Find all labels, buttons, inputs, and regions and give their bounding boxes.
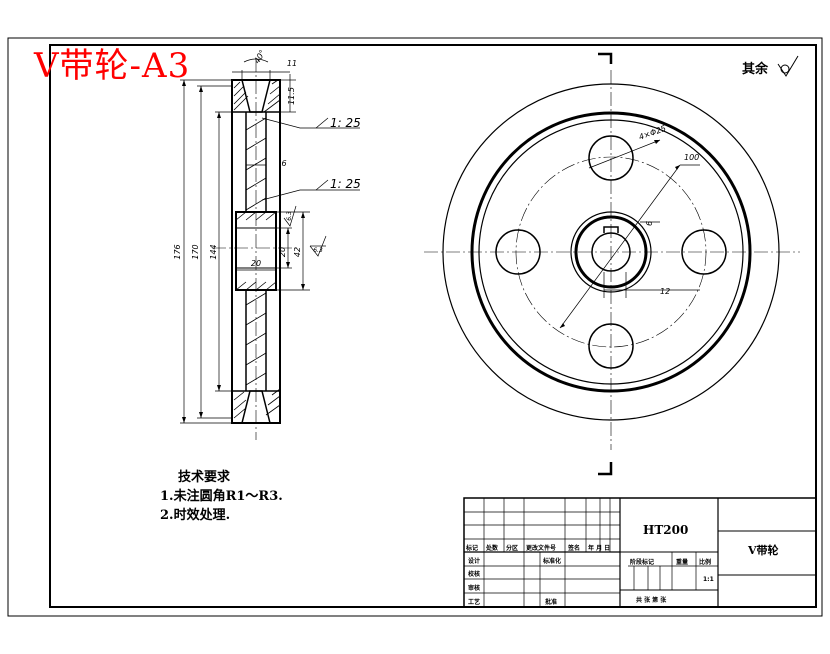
taper-lower: 1: 25	[330, 177, 361, 191]
tb-label-date: 年 月 日	[588, 545, 611, 552]
front-view	[424, 52, 800, 476]
tech-req-item: 1.未注圆角R1～R3.	[160, 489, 283, 504]
dim-6-key: 6	[645, 221, 654, 226]
roughness-note: 其余	[742, 62, 769, 77]
tb-label-mark: 标记	[466, 545, 479, 552]
inner-border	[49, 44, 817, 608]
tech-req-heading: 技术要求	[178, 470, 231, 485]
title-block	[463, 497, 817, 608]
tb-sheets: 共 张 第 张	[636, 597, 667, 604]
dim-6-web: 6	[281, 159, 286, 168]
tb-label-check: 校核	[468, 571, 481, 578]
part-name: V带轮	[748, 544, 779, 557]
tb-label-std: 标准化	[543, 558, 562, 565]
dim-12: 12	[660, 287, 670, 296]
roughness-symbol	[777, 55, 799, 77]
tb-scale-value: 1:1	[703, 576, 714, 583]
tb-label-weight: 重量	[676, 559, 689, 566]
ra-bore: 6.3	[313, 247, 323, 254]
tech-req-item: 2.时效处理.	[160, 508, 231, 523]
tb-label-change: 更改文件号	[526, 545, 557, 552]
material-label: HT200	[643, 523, 689, 537]
outer-border	[7, 37, 823, 617]
technical-requirements: 技术要求 1.未注圆角R1～R3. 2.时效处理.	[160, 468, 283, 525]
dim-170: 170	[191, 244, 200, 259]
section-view: 176 170 144 20 20 42 6 11 11.5 40° 6.3 6…	[173, 48, 361, 440]
tb-label-design: 设计	[468, 558, 481, 565]
ra-hub-top: 6.3	[286, 211, 293, 221]
tb-label-review: 审核	[468, 585, 481, 592]
tb-label-count: 处数	[486, 545, 499, 552]
tb-label-sign: 签名	[568, 545, 581, 552]
dim-20-bore: 20	[278, 247, 287, 257]
dim-angle: 40°	[252, 48, 267, 65]
tb-label-zone: 分区	[506, 545, 519, 552]
dim-176: 176	[173, 244, 182, 259]
dim-144: 144	[209, 244, 218, 259]
tb-label-approve: 批准	[545, 599, 558, 606]
dim-42: 42	[293, 247, 302, 257]
dim-11: 11	[287, 59, 297, 68]
dim-100: 100	[684, 153, 699, 162]
dim-11-5: 11.5	[287, 87, 296, 105]
dim-20-hub: 20	[251, 259, 261, 268]
tb-label-process: 工艺	[468, 599, 481, 606]
tb-label-scale: 比例	[699, 559, 712, 566]
drawing-title: V带轮-A3	[34, 46, 191, 86]
taper-upper: 1: 25	[330, 116, 361, 130]
tb-label-stage: 阶段标记	[630, 559, 655, 566]
